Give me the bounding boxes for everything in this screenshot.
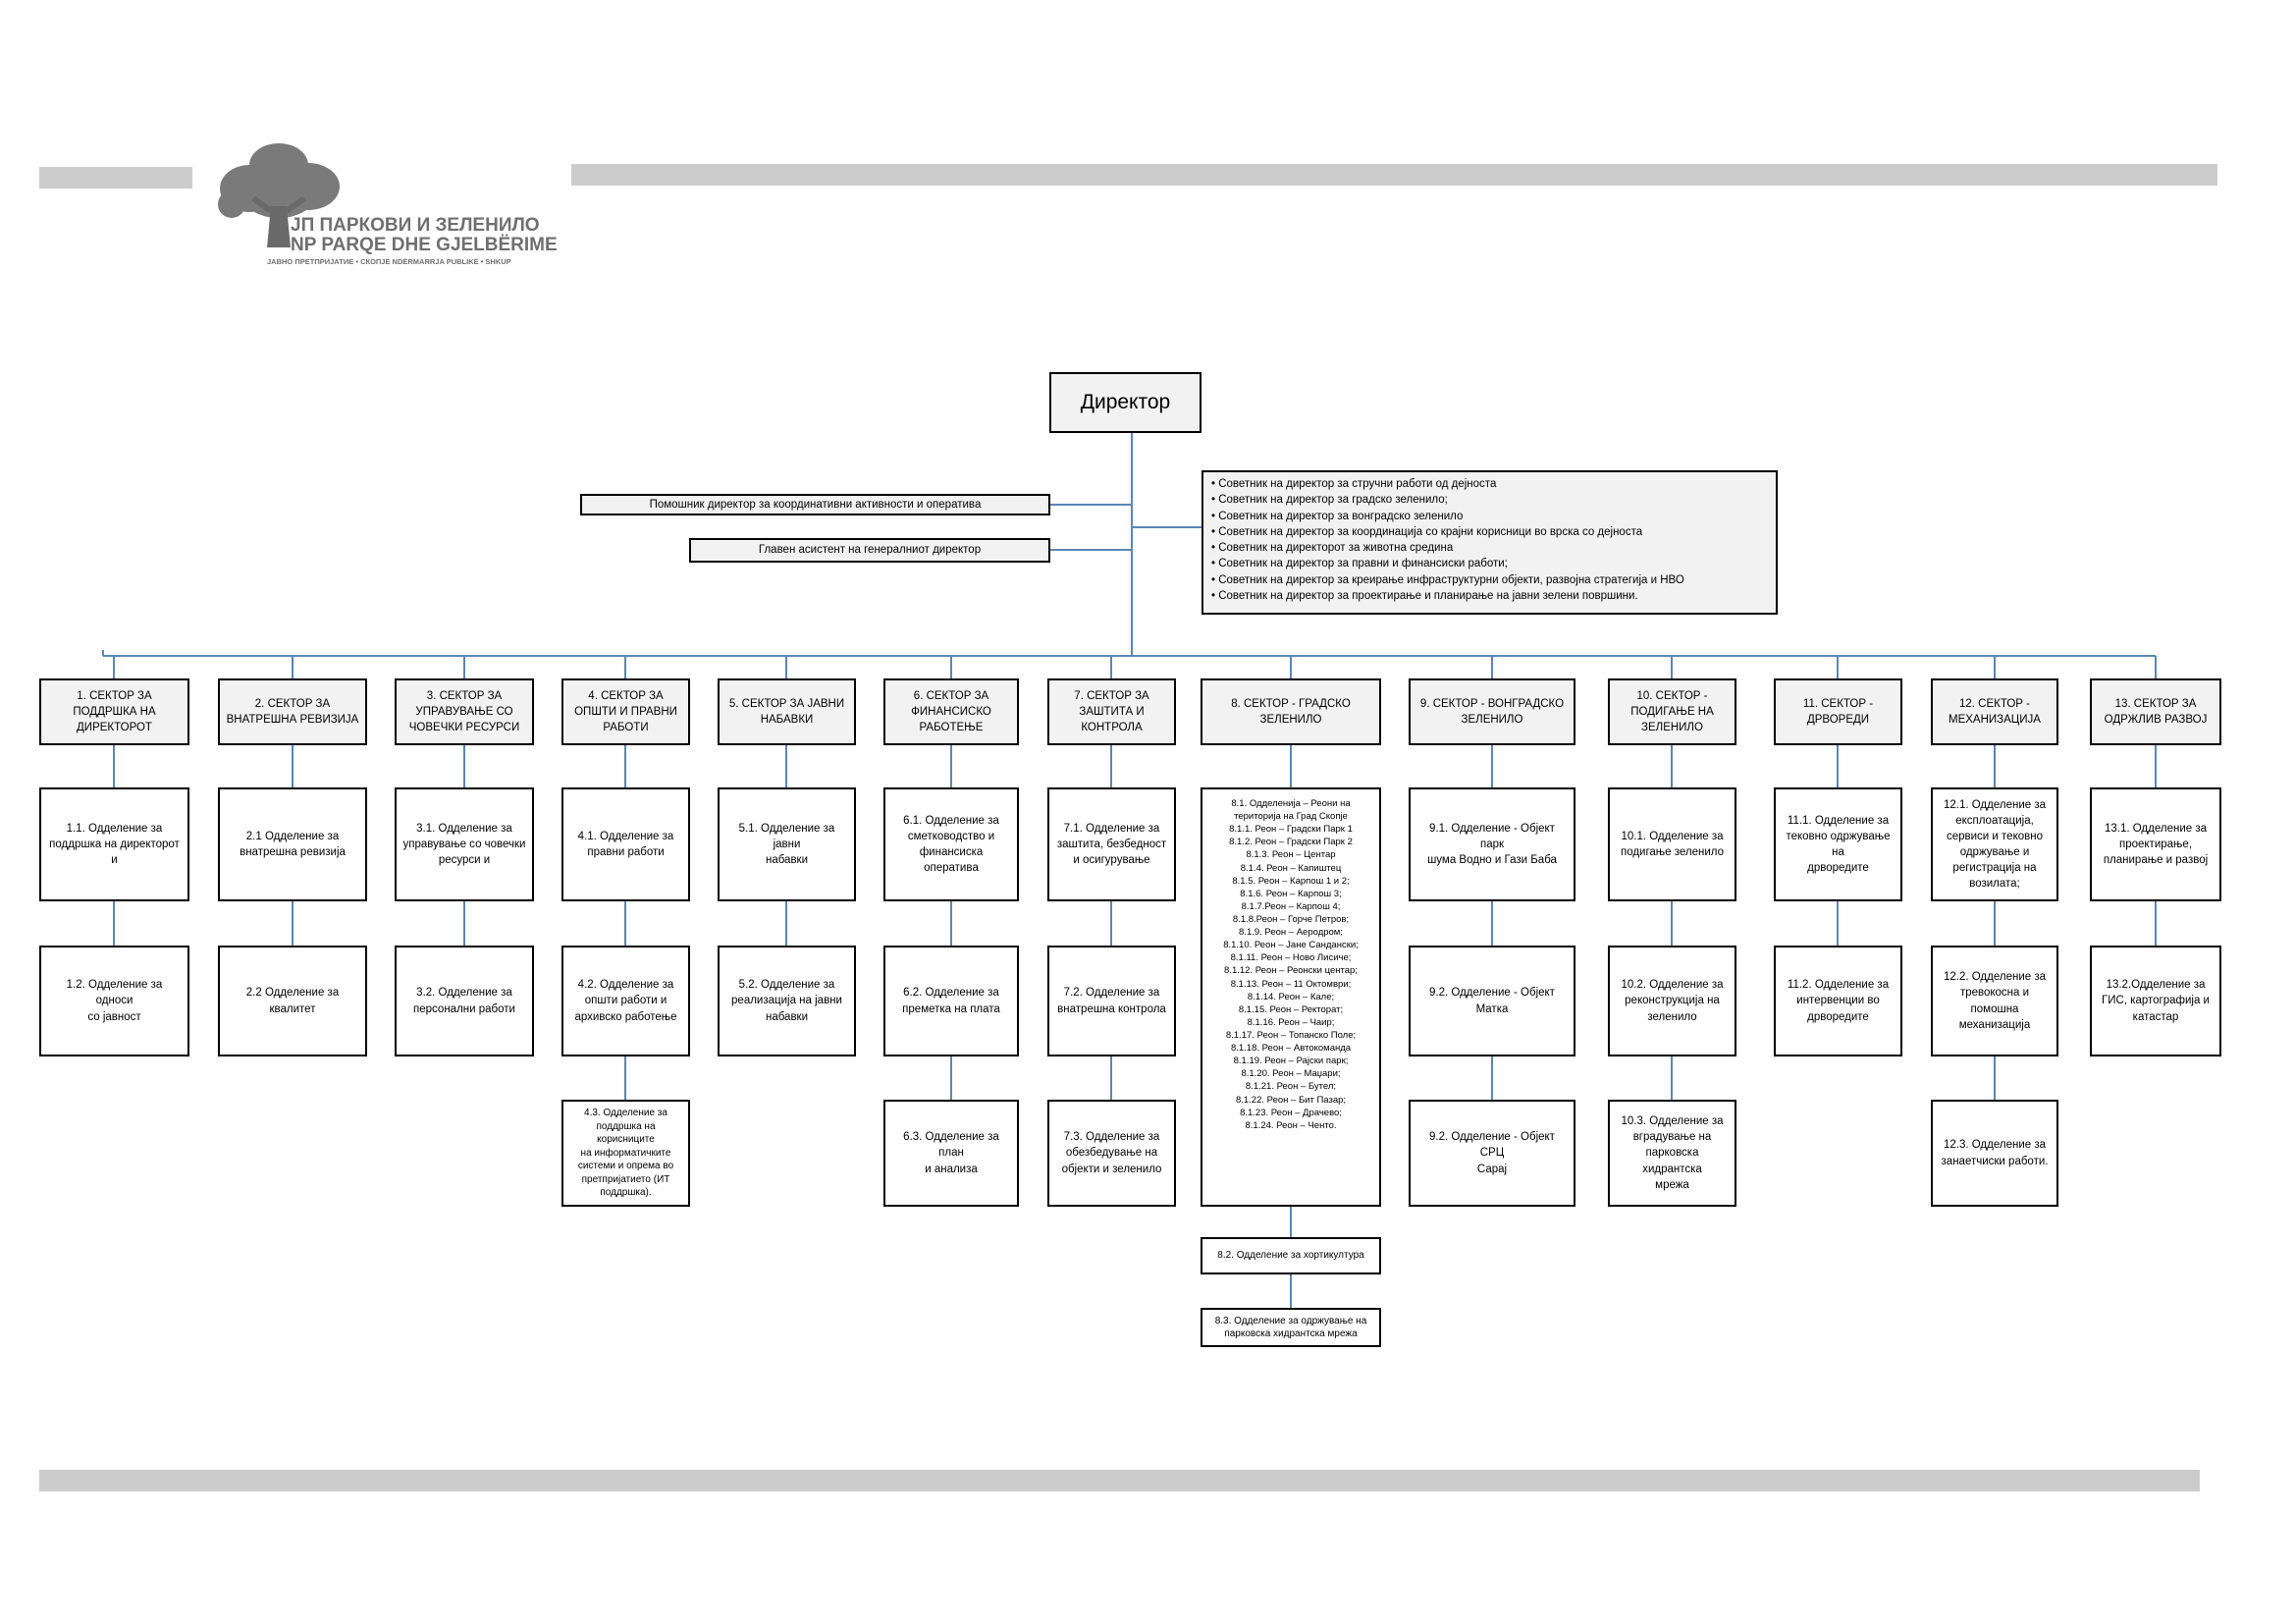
department-8-1-regions: 8.1. Одделенија – Реони на територија на… [1201, 787, 1381, 1207]
logo-name-albanian: NP PARQE DHE GJELBËRIME [291, 235, 558, 255]
sector-8-box: 8. СЕКТОР - ГРАДСКО ЗЕЛЕНИЛО [1201, 678, 1381, 745]
director-box: Директор [1049, 372, 1201, 433]
department-13-1: 13.1. Одделение за проектирање, планирањ… [2090, 787, 2221, 901]
department-3-2: 3.2. Одделение за персонални работи [395, 946, 534, 1056]
advisor-item: • Советник на директор за креирање инфра… [1211, 573, 1684, 586]
department-7-1: 7.1. Одделение за заштита, безбедност и … [1047, 787, 1176, 901]
department-11-2: 11.2. Одделение за интервенции во дрворе… [1774, 946, 1902, 1056]
department-2-2: 2.2 Одделение за квалитет [218, 946, 367, 1056]
department-12-1: 12.1. Одделение за експлоатација, сервис… [1931, 787, 2058, 901]
department-6-2: 6.2. Одделение за преметка на плата [883, 946, 1019, 1056]
tree-logo-icon [218, 143, 340, 247]
advisor-item: • Советник на директор за градско зелени… [1211, 494, 1448, 507]
footer-bar [39, 1470, 2200, 1491]
sector-12-box: 12. СЕКТОР - МЕХАНИЗАЦИЈА [1931, 678, 2058, 745]
department-11-1: 11.1. Одделение за тековно одржување на … [1774, 787, 1902, 901]
sector-10-box: 10. СЕКТОР - ПОДИГАЊЕ НА ЗЕЛЕНИЛО [1608, 678, 1736, 745]
advisor-item: • Советник на директор за проектирање и … [1211, 590, 1638, 603]
advisor-item: • Советник на директор за стручни работи… [1211, 478, 1497, 490]
advisor-item: • Советник на директор за координација с… [1211, 525, 1643, 538]
chief-assistant-box: Главен асистент на генералниот директор [689, 538, 1050, 563]
sector-4-box: 4. СЕКТОР ЗА ОПШТИ И ПРАВНИ РАБОТИ [561, 678, 690, 745]
department-5-1: 5.1. Одделение за јавни набавки [718, 787, 856, 901]
logo-subtitle: ЈАВНО ПРЕТПРИЈАТИЕ • СКОПЈЕ NDËRMARRJA P… [267, 257, 511, 266]
advisor-item: • Советник на директорот за животна сред… [1211, 542, 1454, 555]
department-4-2: 4.2. Одделение за општи работи и архивск… [561, 946, 690, 1056]
advisors-box: • Советник на директор за стручни работи… [1201, 470, 1778, 615]
department-9-1: 9.1. Одделение - Објект парк шума Водно … [1409, 787, 1575, 901]
department-10-1: 10.1. Одделение за подигање зеленило [1608, 787, 1736, 901]
department-12-3: 12.3. Одделение за занаетчиски работи. [1931, 1100, 2058, 1207]
logo-name-macedonian: ЈП ПАРКОВИ И ЗЕЛЕНИЛО [291, 215, 540, 236]
header-bar-right [571, 164, 2217, 186]
department-8-2: 8.2. Одделение за хортикултура [1201, 1237, 1381, 1274]
department-1-2: 1.2. Одделение за односи со јавност [39, 946, 189, 1056]
department-10-2: 10.2. Одделение за реконструкција на зел… [1608, 946, 1736, 1056]
department-13-2: 13.2.Одделение за ГИС, картографија и ка… [2090, 946, 2221, 1056]
sector-6-box: 6. СЕКТОР ЗА ФИНАНСИСКО РАБОТЕЊЕ [883, 678, 1019, 745]
department-10-3: 10.3. Одделение за вградување на парковс… [1608, 1100, 1736, 1207]
department-9-3: 9.2. Одделение - Објект СРЦ Сарај [1409, 1100, 1575, 1207]
sector-3-box: 3. СЕКТОР ЗА УПРАВУВАЊЕ СО ЧОВЕЧКИ РЕСУР… [395, 678, 534, 745]
department-4-1: 4.1. Одделение за правни работи [561, 787, 690, 901]
sector-7-box: 7. СЕКТОР ЗА ЗАШТИТА И КОНТРОЛА [1047, 678, 1176, 745]
department-6-1: 6.1. Одделение за сметководство и финанс… [883, 787, 1019, 901]
sector-13-box: 13. СЕКТОР ЗА ОДРЖЛИВ РАЗВОЈ [2090, 678, 2221, 745]
sector-9-box: 9. СЕКТОР - ВОНГРАДСКО ЗЕЛЕНИЛО [1409, 678, 1575, 745]
sector-2-box: 2. СЕКТОР ЗА ВНАТРЕШНА РЕВИЗИЈА [218, 678, 367, 745]
department-5-2: 5.2. Одделение за реализација на јавни н… [718, 946, 856, 1056]
header-bar-left [39, 167, 192, 189]
deputy-director-box: Помошник директор за координативни актив… [580, 494, 1050, 515]
sector-5-box: 5. СЕКТОР ЗА ЈАВНИ НАБАВКИ [718, 678, 856, 745]
advisor-item: • Советник на директор за вонградско зел… [1211, 510, 1464, 522]
department-4-3: 4.3. Одделение за поддршка на корисницит… [561, 1100, 690, 1207]
department-3-1: 3.1. Одделение за управување со човечки … [395, 787, 534, 901]
sector-1-box: 1. СЕКТОР ЗА ПОДДРШКА НА ДИРЕКТОРОТ [39, 678, 189, 745]
department-6-3: 6.3. Одделение за план и анализа [883, 1100, 1019, 1207]
department-1-1: 1.1. Одделение за поддршка на директорот… [39, 787, 189, 901]
department-12-2: 12.2. Одделение за тревокосна и помошна … [1931, 946, 2058, 1056]
department-8-3: 8.3. Одделение за одржување на парковска… [1201, 1308, 1381, 1347]
department-7-2: 7.2. Одделение за внатрешна контрола [1047, 946, 1176, 1056]
sector-11-box: 11. СЕКТОР - ДРВОРЕДИ [1774, 678, 1902, 745]
department-2-1: 2.1 Одделение за внатрешна ревизија [218, 787, 367, 901]
logo: ЈП ПАРКОВИ И ЗЕЛЕНИЛО NP PARQE DHE GJELB… [210, 137, 558, 266]
department-9-2: 9.2. Одделение - Објект Матка [1409, 946, 1575, 1056]
advisor-item: • Советник на директор за правни и финан… [1211, 558, 1508, 570]
department-7-3: 7.3. Одделение за обезбедување на објект… [1047, 1100, 1176, 1207]
